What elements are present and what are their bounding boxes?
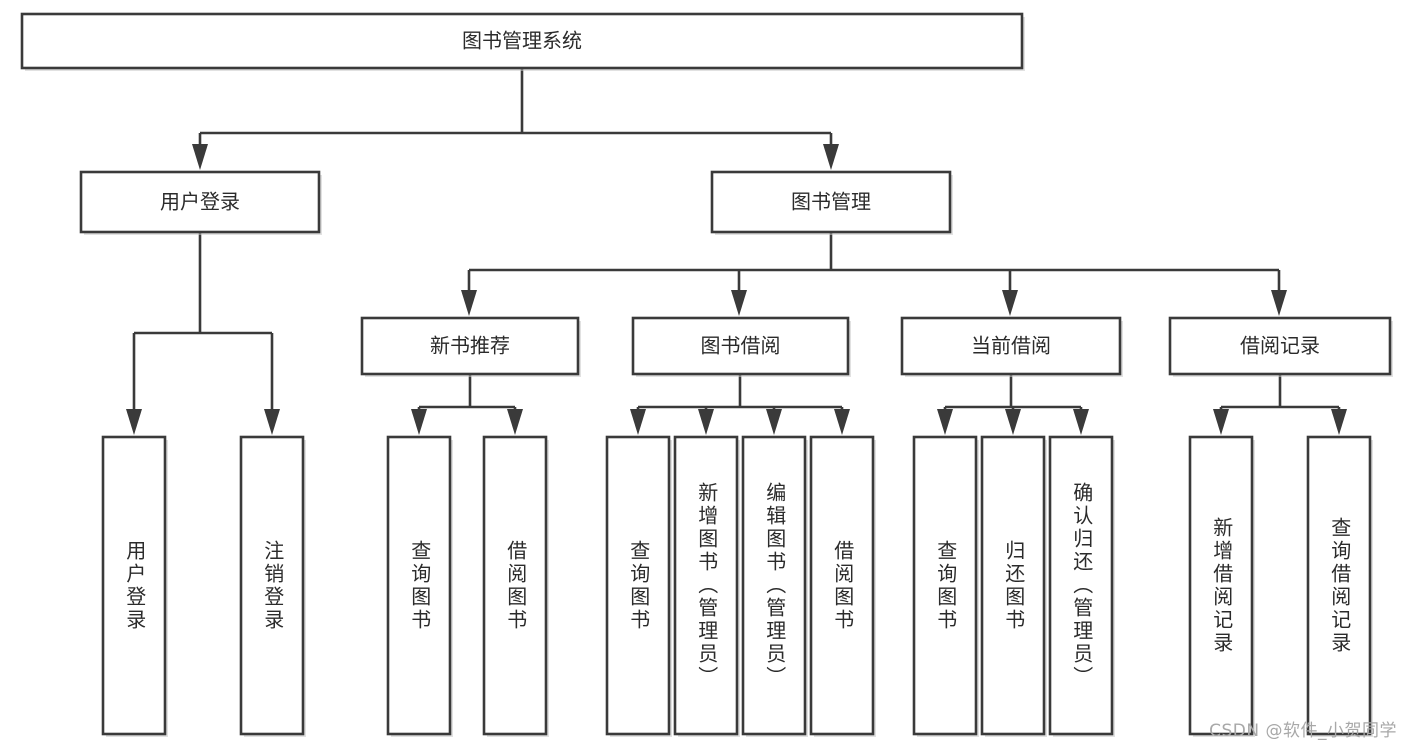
node-box-book-manage[interactable] [710,170,952,234]
node-label-book-borrow: 图书借阅 [701,334,781,358]
node-label-borrow-record: 借阅记录 [1240,334,1320,358]
arrow-head-icon [1002,290,1018,316]
connector-layer [126,68,1347,435]
arrow-head-icon [834,409,850,435]
arrow-head-icon [823,144,839,170]
node-box-borrow-record[interactable] [1168,316,1392,376]
arrow-head-icon [630,409,646,435]
node-box-leaf-return-book[interactable] [980,435,1046,736]
arrow-head-icon [1073,409,1089,435]
arrow-head-icon [1005,409,1021,435]
arrow-head-icon [192,144,208,170]
node-box-leaf-query-borrow-record[interactable] [1306,435,1372,736]
arrow-head-icon [698,409,714,435]
node-label-root: 图书管理系统 [462,29,582,53]
node-box-leaf-add-book[interactable] [673,435,739,736]
watermark-text: CSDN @软件_小贺同学 [1209,721,1397,741]
arrow-head-icon [1213,409,1229,435]
node-box-leaf-add-borrow-record[interactable] [1188,435,1254,736]
arrow-head-icon [411,409,427,435]
node-box-leaf-user-login[interactable] [101,435,167,736]
node-label-user-login: 用户登录 [160,190,240,214]
node-box-user-login[interactable] [79,170,321,234]
node-box-new-book-recommend[interactable] [360,316,580,376]
node-box-leaf-confirm-return[interactable] [1048,435,1114,736]
node-label-current-borrow: 当前借阅 [971,334,1051,358]
arrow-head-icon [937,409,953,435]
node-box-current-borrow[interactable] [900,316,1122,376]
node-label-book-manage: 图书管理 [791,190,871,214]
arrow-head-icon [1271,290,1287,316]
arrow-head-icon [461,290,477,316]
node-box-leaf-query-book-current[interactable] [912,435,978,736]
arrow-head-icon [731,290,747,316]
node-label-new-book-recommend: 新书推荐 [430,334,510,358]
node-box-leaf-query-book-borrow[interactable] [605,435,671,736]
node-box-leaf-borrow-book-recommend[interactable] [482,435,548,736]
connector-e-bookborrow-leaves [630,374,850,435]
connector-e-currentborrow-leaves [937,374,1089,435]
node-box-book-borrow[interactable] [631,316,850,376]
connector-e-borrowrecord-leaves [1213,374,1347,435]
arrow-head-icon [1331,409,1347,435]
connector-e-root-children [192,68,839,170]
connector-e-recommend-leaves [411,374,523,435]
connector-e-userlogin-leaves [126,232,280,435]
connector-e-bookmanage-children [461,232,1287,316]
node-box-layer [20,12,1393,737]
node-box-root[interactable] [20,12,1024,70]
node-box-leaf-query-book-recommend[interactable] [386,435,452,736]
arrow-head-icon [126,409,142,435]
node-box-leaf-edit-book[interactable] [741,435,807,736]
node-box-leaf-borrow-book[interactable] [809,435,875,736]
arrow-head-icon [264,409,280,435]
node-box-leaf-logout[interactable] [239,435,305,736]
arrow-head-icon [507,409,523,435]
arrow-head-icon [766,409,782,435]
